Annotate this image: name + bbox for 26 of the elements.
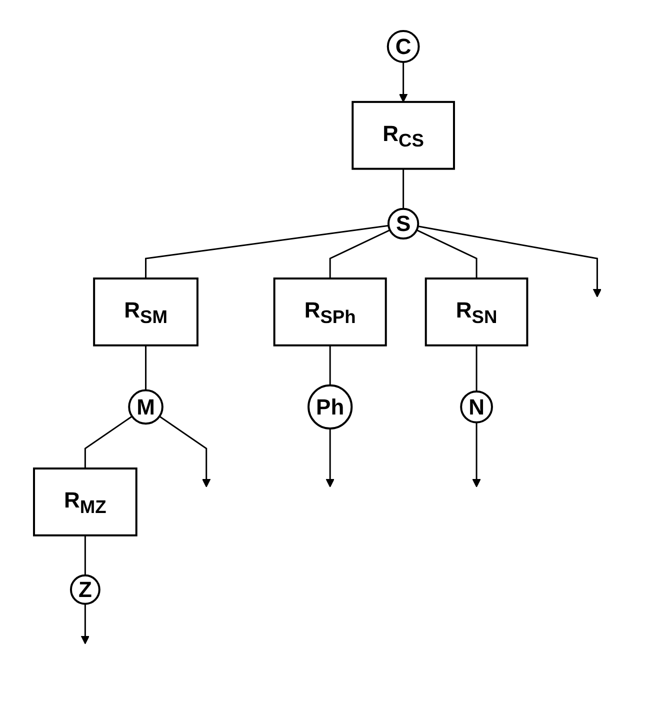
- arrow: [399, 62, 408, 102]
- node-circle: M: [128, 389, 164, 425]
- node-box: R$_{SM}$: [93, 278, 199, 346]
- arrow: [472, 422, 482, 488]
- arrow: [159, 416, 212, 488]
- node-box: R$_{SN}$: [425, 278, 529, 346]
- node-circle: N: [460, 390, 494, 424]
- connector: [84, 416, 133, 469]
- node-circle: C: [387, 30, 420, 64]
- arrow: [326, 428, 335, 488]
- connector: [476, 345, 478, 392]
- arrow: [418, 226, 602, 298]
- connector: [145, 225, 390, 279]
- node-box: R$_{SPh}$: [274, 278, 388, 346]
- connector: [402, 168, 404, 209]
- node-circle: Ph: [308, 384, 354, 430]
- node-circle: S: [388, 208, 420, 240]
- connector: [330, 345, 332, 386]
- connector: [84, 535, 86, 576]
- connector: [330, 229, 391, 279]
- connector: [416, 229, 478, 279]
- arrow: [81, 604, 90, 644]
- node-circle: Z: [70, 574, 101, 605]
- node-box: R$_{MZ}$: [33, 468, 138, 536]
- node-box: R$_{CS}$: [352, 101, 456, 170]
- connector: [145, 345, 147, 390]
